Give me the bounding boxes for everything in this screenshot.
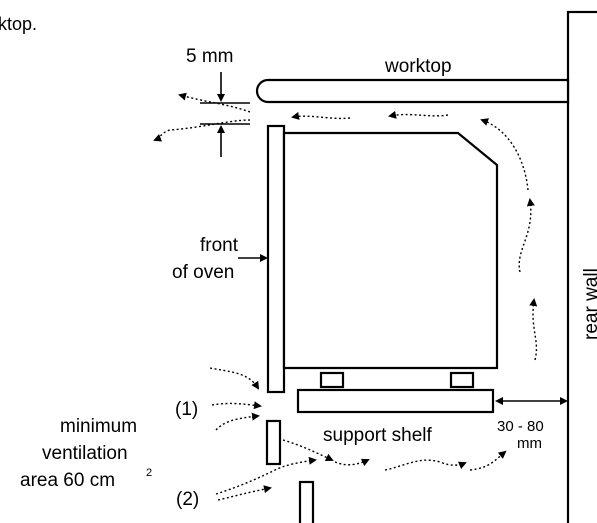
airflow-intake-1-a: [209, 367, 260, 390]
min-vent-superscript: 2: [146, 467, 152, 479]
airflow-exhaust-lower: [153, 119, 251, 142]
airflow-under-shelf-2: [334, 458, 370, 467]
min-vent-line2: ventilation: [42, 443, 128, 464]
airflow-under-shelf-4: [469, 450, 507, 471]
oven-foot-right: [449, 371, 475, 389]
airflow-exhaust-upper: [178, 92, 251, 113]
marker-2: (2): [176, 489, 199, 510]
support-shelf: [296, 388, 495, 414]
marker-1: (1): [175, 399, 198, 420]
airflow-rear-low: [529, 298, 538, 361]
airflow-rear-top: [480, 118, 529, 191]
front-label-line2: of oven: [172, 262, 234, 283]
cabinet-front-upper: [265, 419, 282, 466]
airflow-worktop-1: [291, 112, 351, 120]
worktop: [255, 78, 570, 104]
airflow-worktop-2: [388, 110, 449, 119]
gap-label: 5 mm: [186, 46, 234, 67]
airflow-under-shelf-3: [384, 459, 467, 471]
airflow-intake-1-b: [211, 401, 262, 410]
airflow-intake-2-b: [217, 485, 272, 501]
airflow-rear-mid: [518, 198, 535, 273]
distance-value: 30 - 80: [497, 418, 544, 435]
worktop-label: worktop: [384, 56, 452, 77]
min-vent-line1: minimum: [60, 416, 137, 437]
airflow-intake-2-a: [215, 456, 317, 495]
support-shelf-label: support shelf: [323, 425, 433, 446]
rear-wall: [566, 10, 597, 523]
airflow-intake-1-c: [215, 412, 260, 431]
oven-foot-left: [319, 371, 345, 389]
oven-front-panel: [266, 124, 286, 394]
oven-body: [282, 131, 499, 370]
distance-unit: mm: [517, 435, 542, 452]
cropped-text-fragment: ktop.: [0, 14, 37, 34]
min-vent-line3: area 60 cm: [20, 470, 115, 491]
airflow-arrows: [153, 92, 538, 501]
rear-wall-label: rear wall: [581, 268, 597, 340]
cabinet-front-lower: [298, 480, 315, 523]
front-label-line1: front: [200, 235, 239, 256]
